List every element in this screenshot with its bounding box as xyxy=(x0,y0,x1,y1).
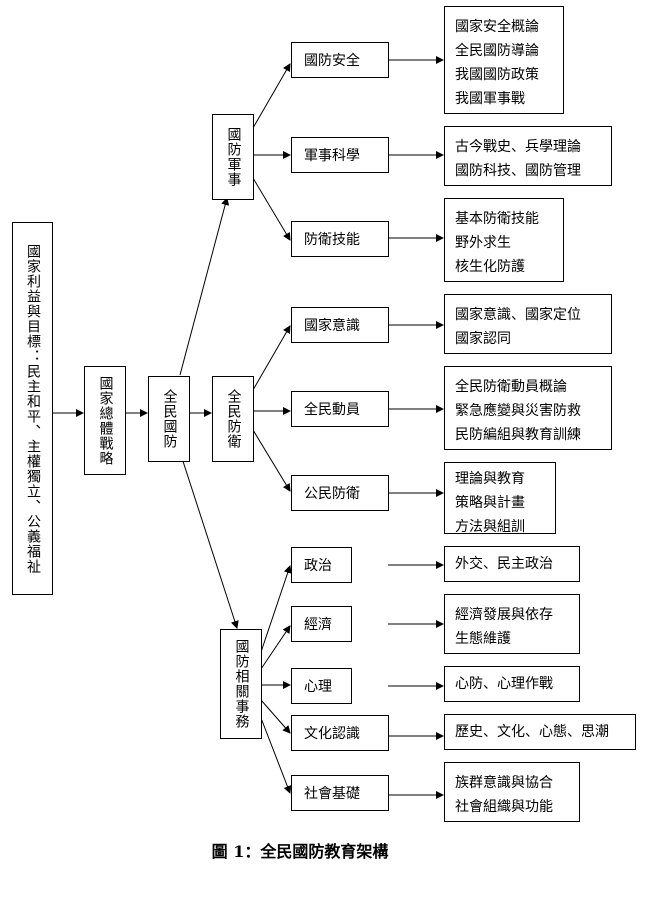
branch-defense-label: 全民防衛 xyxy=(225,389,242,449)
detail-line: 野外求生 xyxy=(455,235,511,251)
strategy-box: 國家總體戰略 xyxy=(84,366,126,475)
branch-military-label: 國防軍事 xyxy=(225,127,242,187)
topic-label: 防衛技能 xyxy=(304,232,360,248)
topic-box-6: 公民防衛 xyxy=(291,475,389,511)
detail-line: 我國軍事戰 xyxy=(455,91,525,107)
topic-label: 全民動員 xyxy=(304,402,360,418)
detail-line: 國家意識、國家定位 xyxy=(455,307,581,323)
detail-box-2: 古今戰史、兵學理論 國防科技、國防管理 xyxy=(444,126,612,186)
detail-line: 我國國防政策 xyxy=(455,67,539,83)
arrow-allout-military xyxy=(179,197,230,376)
detail-line: 方法與組訓 xyxy=(455,519,525,535)
topic-label: 文化認識 xyxy=(304,726,360,742)
detail-line: 核生化防護 xyxy=(455,259,525,275)
arrow-affairs-t10 xyxy=(260,699,291,734)
root-goal-label: 國家利益與目標：民主和平、主權獨立、公義福祉 xyxy=(25,243,41,574)
detail-box-9: 心防、心理作戰 xyxy=(444,666,580,702)
topic-box-3: 防衛技能 xyxy=(291,221,389,257)
topic-box-11: 社會基礎 xyxy=(291,775,389,811)
detail-line: 全民國防導論 xyxy=(455,43,539,59)
topic-box-9: 心理 xyxy=(291,668,352,704)
topic-label: 經濟 xyxy=(304,617,332,633)
detail-line: 心防、心理作戰 xyxy=(455,676,553,692)
branch-military-box: 國防軍事 xyxy=(212,114,254,200)
arrow-affairs-t8 xyxy=(260,625,291,670)
topic-box-10: 文化認識 xyxy=(291,715,389,751)
detail-box-8: 經濟發展與依存 生態維護 xyxy=(444,594,580,654)
branch-affairs-label: 國防相關事務 xyxy=(233,639,250,729)
detail-box-6: 理論與教育 策略與計畫 方法與組訓 xyxy=(444,462,556,535)
figure-caption: 圖 1：全民國防教育架構 xyxy=(211,842,389,861)
detail-line: 全民防衛動員概論 xyxy=(455,379,567,395)
topic-box-5: 全民動員 xyxy=(291,391,389,427)
detail-box-1: 國家安全概論 全民國防導論 我國國防政策 我國軍事戰 xyxy=(444,6,564,114)
branch-defense-box: 全民防衛 xyxy=(212,376,254,462)
topic-box-4: 國家意識 xyxy=(291,307,389,343)
topic-box-1: 國防安全 xyxy=(291,42,389,78)
detail-line: 緊急應變與災害防救 xyxy=(455,403,581,419)
detail-box-7: 外交、民主政治 xyxy=(444,546,580,582)
arrow-defense-t4 xyxy=(252,325,291,391)
arrow-affairs-t7 xyxy=(260,565,292,653)
topic-label: 社會基礎 xyxy=(304,786,360,802)
detail-line: 生態維護 xyxy=(455,631,511,647)
arrow-military-t3 xyxy=(252,177,291,241)
detail-box-10: 歷史、文化、心態、思潮 xyxy=(444,714,636,750)
allout-defense-box: 全民國防 xyxy=(148,376,190,462)
detail-line: 社會組織與功能 xyxy=(455,799,553,815)
allout-defense-label: 全民國防 xyxy=(161,389,178,449)
topic-label: 政治 xyxy=(304,558,332,574)
detail-line: 族群意識與協合 xyxy=(455,775,553,791)
detail-line: 古今戰史、兵學理論 xyxy=(455,139,581,155)
topic-label: 心理 xyxy=(304,679,332,695)
detail-line: 基本防衛技能 xyxy=(455,211,539,227)
topic-label: 公民防衛 xyxy=(304,486,360,502)
root-goal-box: 國家利益與目標：民主和平、主權獨立、公義福祉 xyxy=(12,222,53,595)
detail-line: 策略與計畫 xyxy=(455,495,525,511)
topic-box-2: 軍事科學 xyxy=(291,137,389,173)
detail-line: 經濟發展與依存 xyxy=(455,607,553,623)
detail-line: 國防科技、國防管理 xyxy=(455,163,581,179)
topic-box-7: 政治 xyxy=(291,547,352,583)
detail-box-11: 族群意識與協合 社會組織與功能 xyxy=(444,762,580,822)
detail-box-4: 國家意識、國家定位 國家認同 xyxy=(444,294,612,354)
branch-affairs-box: 國防相關事務 xyxy=(220,629,262,739)
detail-line: 理論與教育 xyxy=(455,471,525,487)
detail-line: 國家認同 xyxy=(455,331,511,347)
arrow-military-t1 xyxy=(252,63,291,129)
arrow-allout-affairs xyxy=(179,451,239,629)
strategy-label: 國家總體戰略 xyxy=(97,375,114,466)
detail-line: 歷史、文化、心態、思潮 xyxy=(455,724,609,740)
detail-line: 外交、民主政治 xyxy=(455,556,553,572)
detail-line: 國家安全概論 xyxy=(455,19,539,35)
arrow-affairs-t11 xyxy=(260,717,292,794)
topic-label: 國家意識 xyxy=(304,318,360,334)
topic-box-8: 經濟 xyxy=(291,606,352,642)
detail-box-3: 基本防衛技能 野外求生 核生化防護 xyxy=(444,198,564,282)
topic-label: 國防安全 xyxy=(304,53,360,69)
topic-label: 軍事科學 xyxy=(304,148,360,164)
detail-box-5: 全民防衛動員概論 緊急應變與災害防救 民防編組與教育訓練 xyxy=(444,366,612,450)
arrow-defense-t6 xyxy=(252,429,291,492)
detail-line: 民防編組與教育訓練 xyxy=(455,427,581,443)
